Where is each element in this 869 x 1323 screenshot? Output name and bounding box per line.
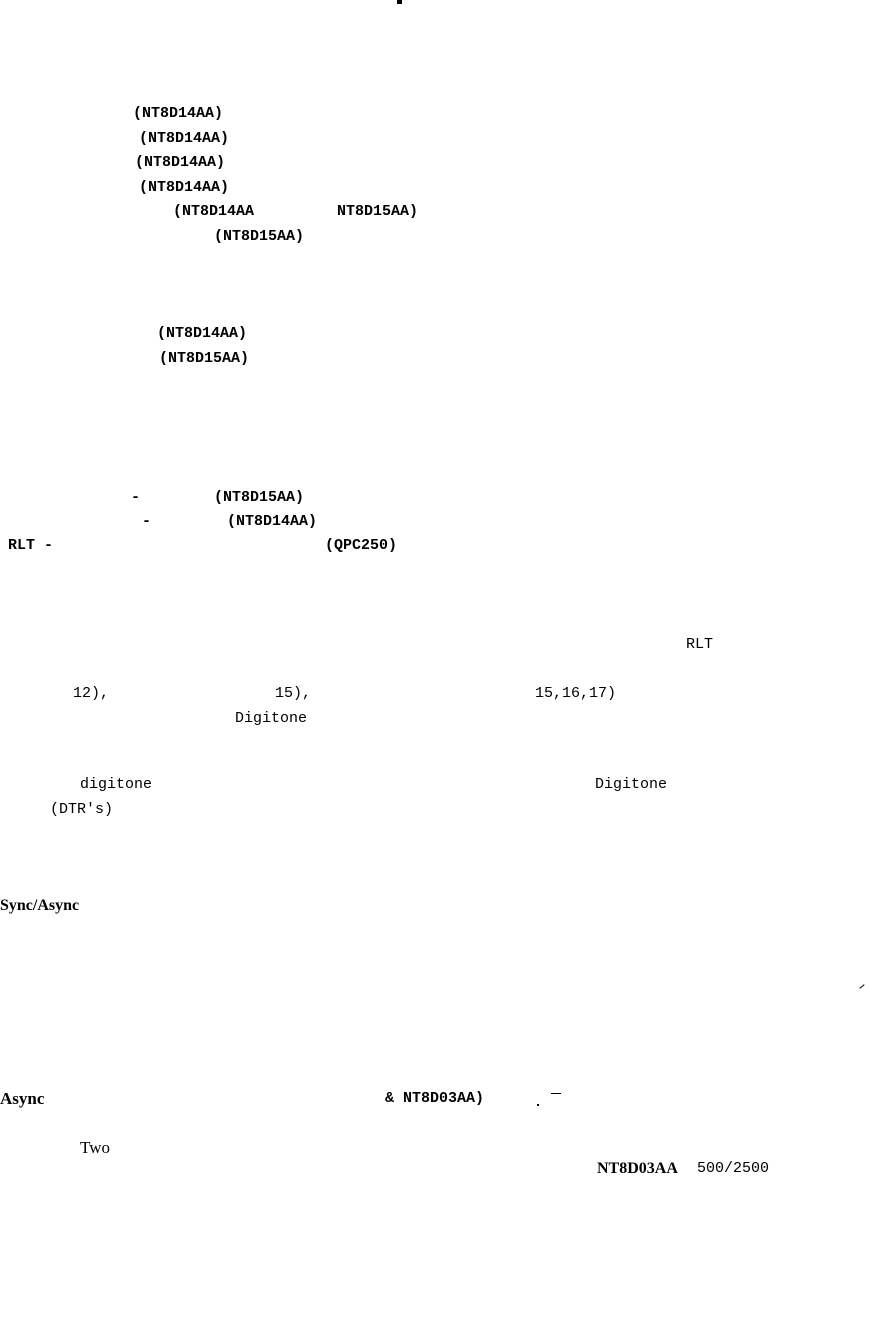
text-fragment: (NT8D15AA) (159, 350, 250, 367)
text-fragment: & NT8D03AA) (385, 1090, 485, 1107)
text-fragment: (DTR's) (50, 801, 114, 818)
text-fragment: Digitone (595, 776, 668, 793)
text-fragment: 12), (73, 685, 110, 702)
text-fragment: Two (80, 1138, 110, 1157)
text-fragment: 15), (275, 685, 312, 702)
stray-ink-mark (537, 1104, 539, 1106)
text-fragment: (NT8D14AA) (133, 105, 224, 122)
text-fragment: (NT8D14AA) (139, 179, 230, 196)
text-fragment: NT8D03AA (597, 1160, 678, 1177)
text-fragment: 15,16,17) (535, 685, 617, 702)
text-fragment: (NT8D14AA) (139, 130, 230, 147)
text-fragment: (QPC250) (325, 537, 398, 554)
text-fragment: Async (0, 1089, 45, 1108)
stray-ink-mark (551, 1093, 561, 1094)
text-fragment: digitone (80, 776, 153, 793)
text-fragment: (NT8D14AA) (135, 154, 226, 171)
text-fragment: (NT8D14AA) (227, 513, 318, 530)
text-fragment: (NT8D15AA) (214, 228, 305, 245)
text-fragment: RLT (686, 636, 714, 653)
text-fragment: Digitone (235, 710, 308, 727)
text-fragment: Sync/Async (0, 897, 80, 914)
text-fragment: NT8D15AA) (337, 203, 419, 220)
text-fragment: (NT8D14AA) (157, 325, 248, 342)
text-fragment: 500/2500 (697, 1160, 770, 1177)
stray-ink-mark (859, 984, 865, 989)
text-fragment: - (142, 513, 152, 530)
top-ink-mark (397, 0, 402, 4)
text-fragment: (NT8D14AA (173, 203, 255, 220)
text-fragment: RLT - (8, 537, 54, 554)
text-fragment: (NT8D15AA) (214, 489, 305, 506)
text-fragment: - (131, 489, 141, 506)
